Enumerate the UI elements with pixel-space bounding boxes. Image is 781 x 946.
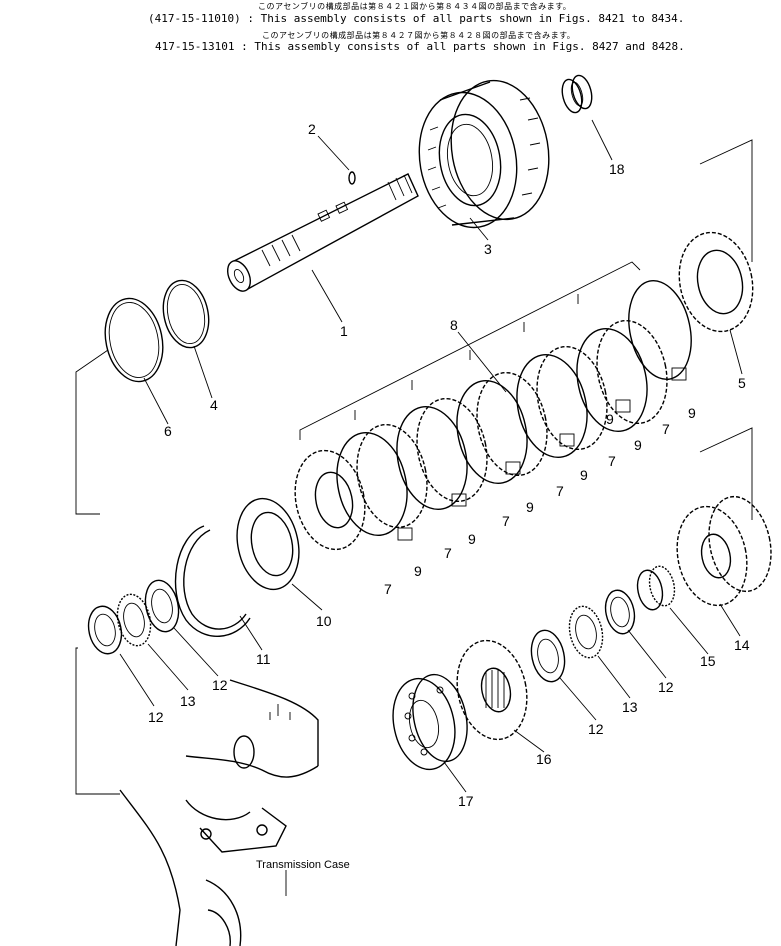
part-18-seal-rings (561, 74, 593, 114)
part-12-washer-right-b (530, 629, 566, 683)
part-2-pin (348, 171, 356, 185)
callout-13-a: 13 (180, 693, 196, 709)
callout-16: 16 (536, 751, 552, 767)
callout-12-a: 12 (148, 709, 164, 725)
callout-9-g: 9 (606, 411, 614, 427)
part-6-ring (104, 297, 164, 383)
callout-7-a: 7 (384, 581, 392, 597)
header-note-jp-2: このアセンブリの構成部品は第８４２７図から第８４２８図の部品まで含みます。 (262, 31, 576, 40)
callout-3: 3 (484, 241, 492, 257)
callout-13-b: 13 (622, 699, 638, 715)
callout-12-b: 12 (212, 677, 228, 693)
callout-14: 14 (734, 637, 750, 653)
callout-4: 4 (210, 397, 218, 413)
callout-numbers: 2 1 3 18 6 4 5 8 7 7 7 7 7 7 9 9 9 9 9 9… (148, 121, 750, 871)
part-12-washer-left-a (87, 605, 123, 655)
clutch-pack-discs (294, 279, 692, 551)
part-14-gear (676, 495, 772, 607)
part-9-tabs (397, 367, 687, 541)
part-12-washer-right-a (604, 589, 636, 635)
callout-7-e: 7 (608, 453, 616, 469)
callout-12-d: 12 (588, 721, 604, 737)
callout-9-a: 9 (414, 563, 422, 579)
callout-18: 18 (609, 161, 625, 177)
part-10-plate (236, 497, 300, 591)
transmission-case-label: Transmission Case (256, 859, 350, 871)
part-15-needle-bearing (636, 565, 676, 611)
callout-10: 10 (316, 613, 332, 629)
callout-6: 6 (164, 423, 172, 439)
callout-1: 1 (340, 323, 348, 339)
part-13-bearing-left (116, 593, 152, 647)
callout-11: 11 (256, 651, 271, 667)
callout-9-f: 9 (688, 405, 696, 421)
callout-5: 5 (738, 375, 746, 391)
part-17-ball-bearing (392, 673, 468, 771)
callout-7-f: 7 (662, 421, 670, 437)
assembly-bracket-left (75, 349, 120, 795)
callout-12-c: 12 (658, 679, 674, 695)
callout-9-c: 9 (526, 499, 534, 515)
callout-9-d: 9 (580, 467, 588, 483)
part-1-shaft (226, 173, 419, 292)
callout-7-b: 7 (444, 545, 452, 561)
assembly-bracket-right (699, 139, 753, 520)
part-16-gear (456, 639, 528, 741)
part-13-bearing-right (568, 605, 604, 659)
callout-7-c: 7 (502, 513, 510, 529)
part-3-clutch-drum (418, 79, 550, 229)
callout-17: 17 (458, 793, 474, 809)
disc-group-brackets (299, 261, 641, 440)
callout-8: 8 (450, 317, 458, 333)
header-note-2: 417-15-13101 : This assembly consists of… (155, 40, 685, 53)
leader-lines (119, 119, 743, 896)
transmission-case-outline (119, 679, 319, 946)
part-12-washer-left-b (144, 579, 180, 633)
header-note-jp-1: このアセンブリの構成部品は第８４２１図から第８４３４図の部品まで含みます。 (258, 2, 572, 11)
part-11-snap-ring (174, 525, 251, 637)
callout-7-d: 7 (556, 483, 564, 499)
callout-9-e: 9 (634, 437, 642, 453)
part-5-pressure-plate (678, 231, 754, 333)
callout-15: 15 (700, 653, 716, 669)
header-note-1: (417-15-11010) : This assembly consists … (148, 12, 685, 25)
callout-2: 2 (308, 121, 316, 137)
callout-9-b: 9 (468, 531, 476, 547)
part-4-ring (162, 279, 210, 349)
